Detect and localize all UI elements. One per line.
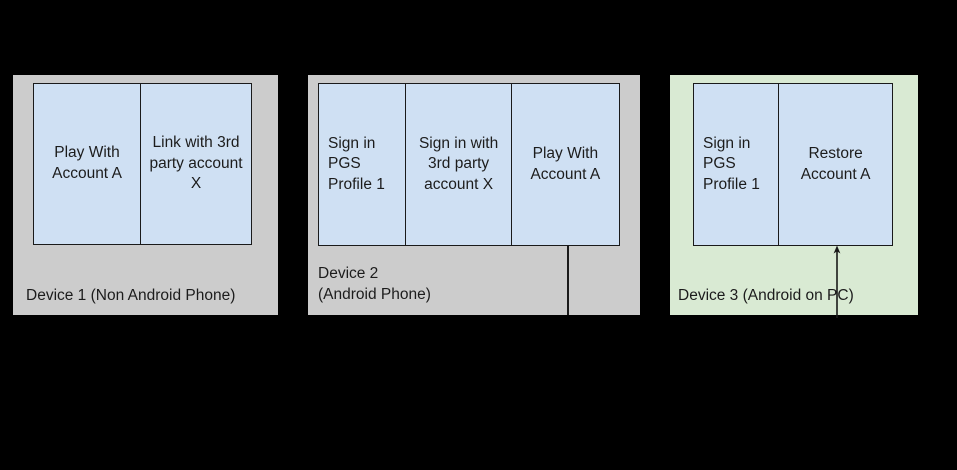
flow-step-device3-sign-in-pgs: Sign in PGS Profile 1 [694,84,780,245]
flow-box-device-2: Sign in PGS Profile 1 Sign in with 3rd p… [318,83,620,246]
connector-line-device-2 [567,246,569,315]
flow-step-device2-sign-in-pgs: Sign in PGS Profile 1 [319,84,407,245]
device-label-1: Device 1 (Non Android Phone) [26,287,236,304]
flow-step-device1-play-with-account-a: Play With Account A [34,84,142,244]
device-label-3: Device 3 (Android on PC) [678,287,854,304]
device-label-2: Device 2 (Android Phone) [318,265,431,303]
flow-step-device2-play-with-account-a: Play With Account A [530,144,601,183]
arrow-up-icon-restore-account [833,245,841,318]
flow-step-device2-sign-in-third-party: Sign in with 3rd party account X [406,84,512,245]
flow-step-device3-restore-account-a: Restore Account A [800,144,871,183]
flow-box-device-3: Sign in PGS Profile 1 Restore Account A [693,83,893,246]
flow-box-device-1: Play With Account A Link with 3rd party … [33,83,252,245]
flow-step-device1-link-third-party: Link with 3rd party account X [149,134,243,193]
